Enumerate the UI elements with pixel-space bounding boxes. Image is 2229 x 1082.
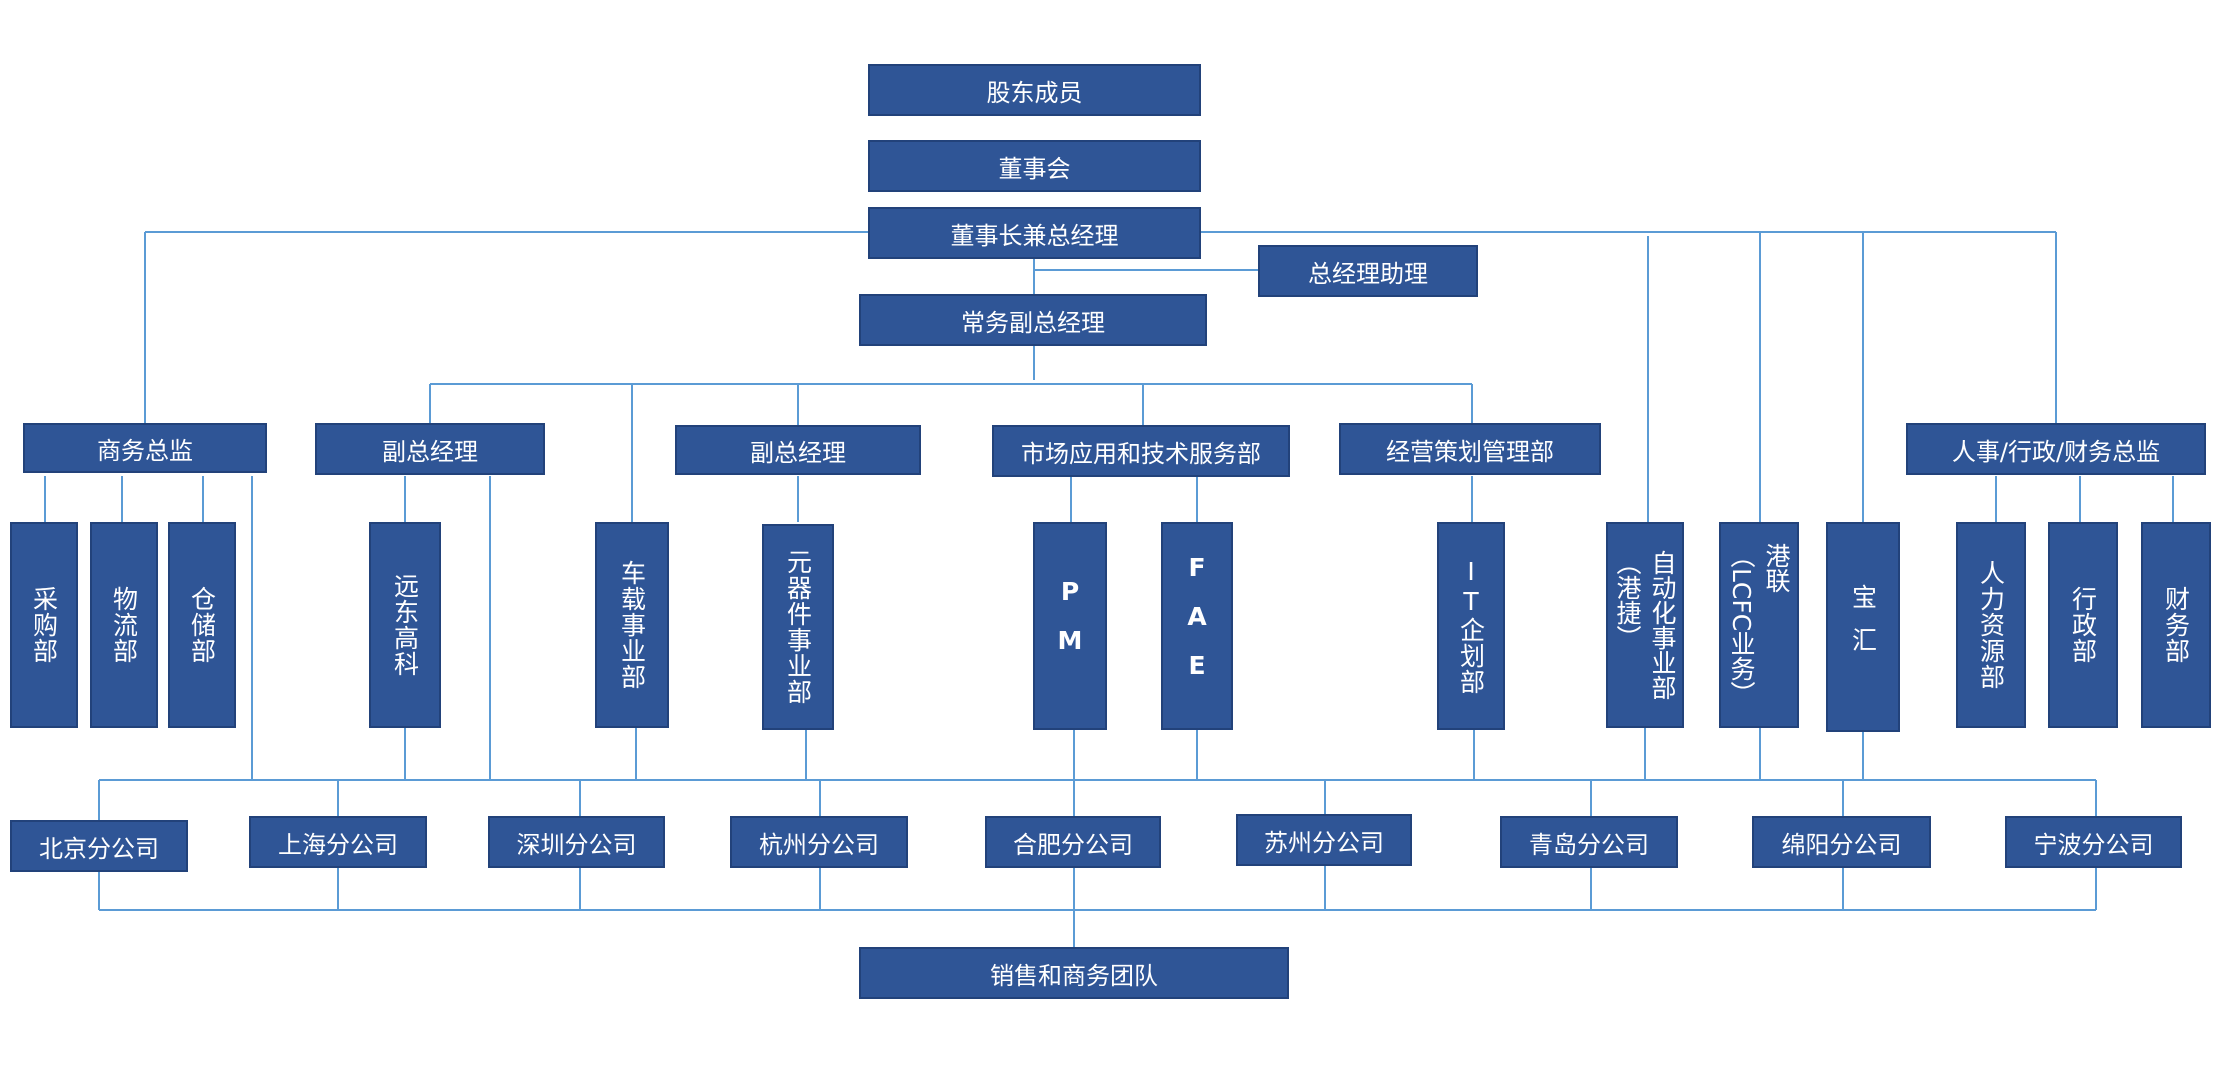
components-division-box: 元器件事业部	[762, 524, 834, 730]
gm-assistant-box: 总经理助理	[1258, 245, 1478, 297]
shareholders-label: 股东成员	[986, 78, 1083, 107]
branch-suzhou-label: 苏州分公司	[1264, 828, 1384, 857]
vp-2-label: 副总经理	[750, 438, 846, 467]
it-planning-box: IT企划部	[1437, 522, 1505, 730]
baohui-label: 宝汇	[1848, 584, 1878, 670]
business-director-label: 商务总监	[97, 436, 193, 465]
vp-1-box: 副总经理	[315, 423, 545, 475]
ganglian-sub-label: （LCFC业务）	[1727, 543, 1756, 707]
hr-dept-box: 人力资源部	[1956, 522, 2026, 728]
executive-vp-box: 常务副总经理	[859, 294, 1207, 346]
ganglian-label: 港联	[1762, 543, 1791, 594]
vehicle-division-box: 车载事业部	[595, 522, 669, 728]
branch-hangzhou-box: 杭州分公司	[730, 816, 908, 868]
purchasing-dept-label: 采购部	[29, 586, 59, 664]
hr-admin-finance-director-box: 人事/行政/财务总监	[1906, 423, 2206, 475]
automation-sub-label: （港捷）	[1613, 550, 1642, 650]
business-planning-box: 经营策划管理部	[1339, 423, 1601, 475]
pm-box: PM	[1033, 522, 1107, 730]
fareast-tech-box: 远东高科	[369, 522, 441, 728]
branch-shanghai-box: 上海分公司	[249, 816, 427, 868]
branch-ningbo-label: 宁波分公司	[2033, 830, 2154, 859]
hr-admin-finance-director-label: 人事/行政/财务总监	[1951, 437, 2161, 466]
branch-shenzhen-label: 深圳分公司	[516, 830, 637, 859]
ganglian-text-columns: 港联 （LCFC业务）	[1726, 543, 1792, 706]
components-division-label: 元器件事业部	[783, 549, 813, 705]
admin-dept-label: 行政部	[2068, 586, 2098, 664]
vp-2-box: 副总经理	[675, 425, 921, 475]
branch-ningbo-box: 宁波分公司	[2005, 816, 2182, 868]
ganglian-box: 港联 （LCFC业务）	[1719, 522, 1799, 728]
branch-qingdao-box: 青岛分公司	[1500, 816, 1678, 868]
fareast-tech-label: 远东高科	[390, 573, 420, 677]
shareholders-box: 股东成员	[868, 64, 1201, 116]
gm-assistant-label: 总经理助理	[1308, 259, 1428, 288]
vehicle-division-label: 车载事业部	[617, 560, 647, 690]
business-planning-label: 经营策划管理部	[1386, 437, 1554, 466]
fae-box: FAE	[1161, 522, 1233, 730]
business-director-box: 商务总监	[23, 423, 267, 473]
logistics-dept-box: 物流部	[90, 522, 158, 728]
warehouse-dept-label: 仓储部	[187, 586, 217, 664]
purchasing-dept-box: 采购部	[10, 522, 78, 728]
logistics-dept-label: 物流部	[109, 586, 139, 664]
branch-shenzhen-box: 深圳分公司	[488, 816, 665, 868]
sales-team-box: 销售和商务团队	[859, 947, 1289, 999]
branch-suzhou-box: 苏州分公司	[1236, 814, 1412, 866]
automation-division-box: 自动化事业部 （港捷）	[1606, 522, 1684, 728]
board-label: 董事会	[998, 154, 1071, 183]
board-box: 董事会	[868, 140, 1201, 192]
branch-hefei-box: 合肥分公司	[985, 816, 1161, 868]
finance-dept-label: 财务部	[2161, 586, 2191, 664]
warehouse-dept-box: 仓储部	[168, 522, 236, 728]
hr-dept-label: 人力资源部	[1976, 560, 2006, 690]
pm-label: PM	[1055, 577, 1085, 675]
automation-text-columns: 自动化事业部 （港捷）	[1612, 550, 1678, 700]
branch-beijing-box: 北京分公司	[10, 820, 188, 872]
chairman-box: 董事长兼总经理	[868, 207, 1201, 259]
branch-shanghai-label: 上海分公司	[278, 830, 398, 859]
sales-team-label: 销售和商务团队	[990, 961, 1158, 990]
branch-mianyang-label: 绵阳分公司	[1781, 830, 1902, 859]
executive-vp-label: 常务副总经理	[961, 308, 1105, 337]
baohui-box: 宝汇	[1826, 522, 1900, 732]
market-tech-service-label: 市场应用和技术服务部	[1021, 439, 1261, 468]
market-tech-service-box: 市场应用和技术服务部	[992, 425, 1290, 477]
branch-beijing-label: 北京分公司	[39, 834, 159, 863]
automation-label: 自动化事业部	[1648, 550, 1677, 700]
branch-mianyang-box: 绵阳分公司	[1752, 816, 1931, 868]
vp-1-label: 副总经理	[382, 437, 478, 466]
branch-hangzhou-label: 杭州分公司	[759, 830, 879, 859]
branch-hefei-label: 合肥分公司	[1013, 830, 1133, 859]
chairman-label: 董事长兼总经理	[950, 221, 1119, 250]
finance-dept-box: 财务部	[2141, 522, 2211, 728]
admin-dept-box: 行政部	[2048, 522, 2118, 728]
fae-label: FAE	[1182, 552, 1212, 700]
branch-qingdao-label: 青岛分公司	[1529, 830, 1649, 859]
it-planning-label: IT企划部	[1456, 557, 1486, 695]
